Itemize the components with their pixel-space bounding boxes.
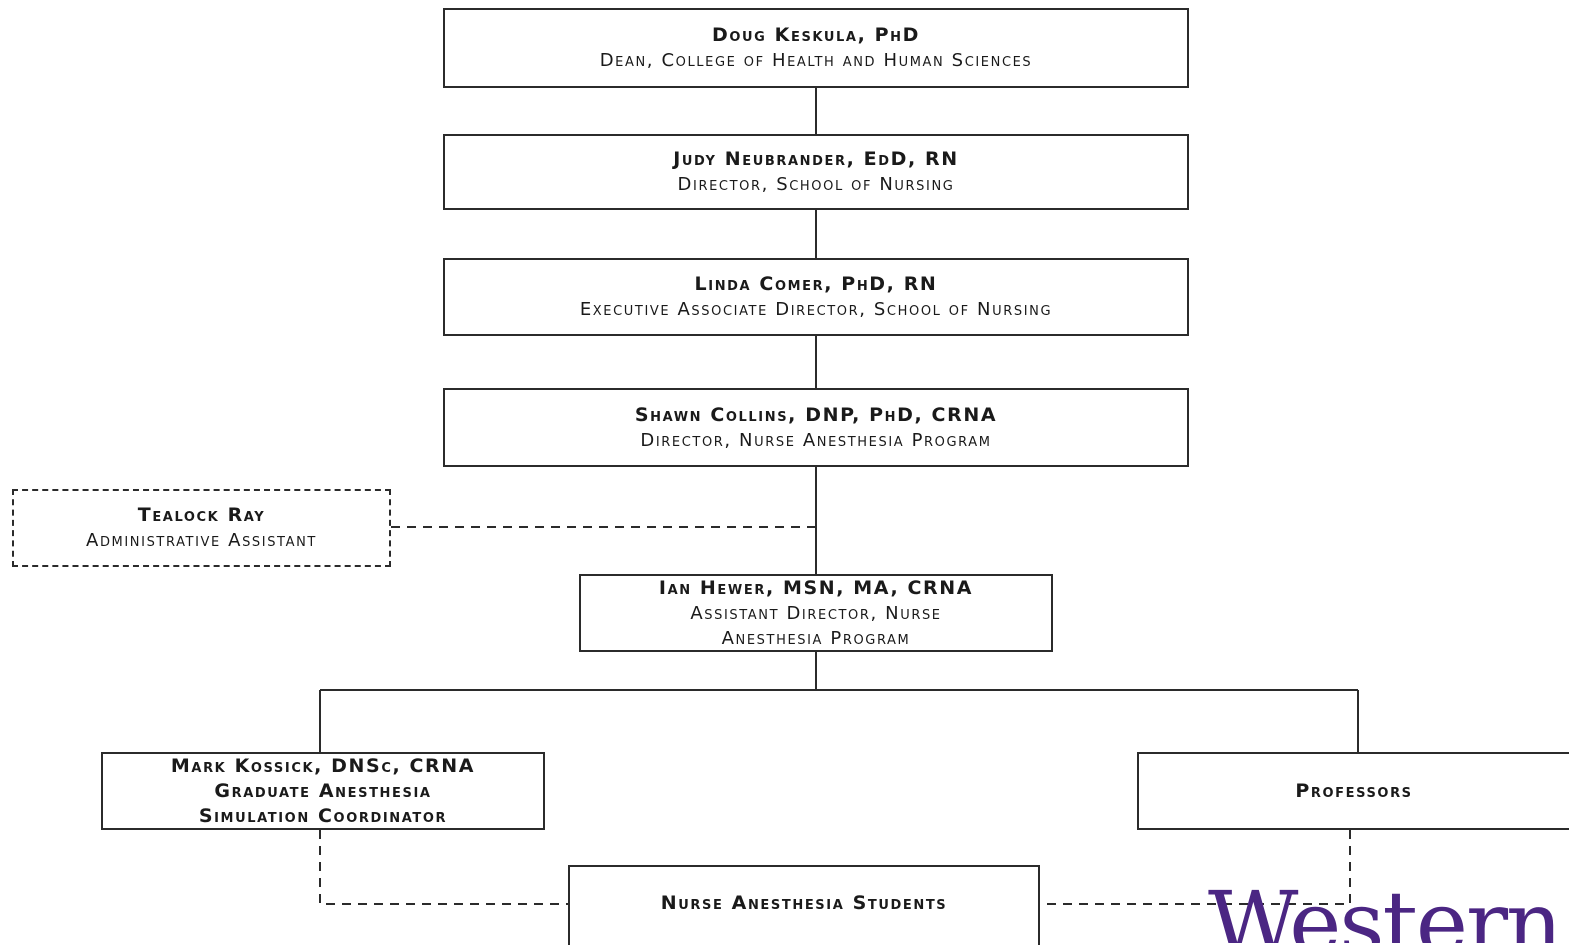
dean-title: Dean, College of Health and Human Scienc… xyxy=(599,50,1033,71)
box-assistant-director: Ian Hewer, MSN, MA, CRNA Assistant Direc… xyxy=(579,574,1053,652)
exec-assoc-title: Executive Associate Director, School of … xyxy=(579,299,1053,320)
dean-name: Doug Keskula, PhD xyxy=(712,24,920,46)
professors-label: Professors xyxy=(1295,779,1413,802)
director-son-name: Judy Neubrander, EdD, RN xyxy=(673,148,959,170)
assistant-director-title-line1: Assistant Director, Nurse xyxy=(690,602,942,624)
program-director-title: Director, Nurse Anesthesia Program xyxy=(640,429,992,451)
box-executive-associate-director: Linda Comer, PhD, RN Executive Associate… xyxy=(443,258,1189,336)
box-dean: Doug Keskula, PhD Dean, College of Healt… xyxy=(443,8,1189,88)
box-nurse-anesthesia-students: Nurse Anesthesia Students xyxy=(568,865,1040,945)
admin-assistant-name: Tealock Ray xyxy=(137,504,266,526)
box-director-school-of-nursing: Judy Neubrander, EdD, RN Director, Schoo… xyxy=(443,134,1189,210)
director-son-title: Director, School of Nursing xyxy=(677,174,955,195)
assistant-director-name: Ian Hewer, MSN, MA, CRNA xyxy=(658,576,974,599)
admin-assistant-title: Administrative Assistant xyxy=(86,530,317,551)
sim-coordinator-name: Mark Kossick, DNSc, CRNA xyxy=(170,754,476,777)
dashed-sim-students xyxy=(319,830,568,905)
box-administrative-assistant: Tealock Ray Administrative Assistant xyxy=(12,489,391,567)
box-program-director: Shawn Collins, DNP, PhD, CRNA Director, … xyxy=(443,388,1189,467)
box-simulation-coordinator: Mark Kossick, DNSc, CRNA Graduate Anesth… xyxy=(101,752,545,830)
students-label: Nurse Anesthesia Students xyxy=(660,892,948,914)
box-professors: Professors xyxy=(1137,752,1569,830)
western-logo-text: Western xyxy=(1208,880,1563,943)
sim-coordinator-title-line1: Graduate Anesthesia xyxy=(214,779,432,802)
dashed-professors-students xyxy=(1040,830,1351,905)
sim-coordinator-title-line2: Simulation Coordinator xyxy=(198,804,448,827)
assistant-director-title-line2: Anesthesia Program xyxy=(721,627,911,649)
program-director-name: Shawn Collins, DNP, PhD, CRNA xyxy=(634,403,998,426)
exec-assoc-name: Linda Comer, PhD, RN xyxy=(694,273,938,295)
western-logo: Western xyxy=(1208,880,1569,943)
